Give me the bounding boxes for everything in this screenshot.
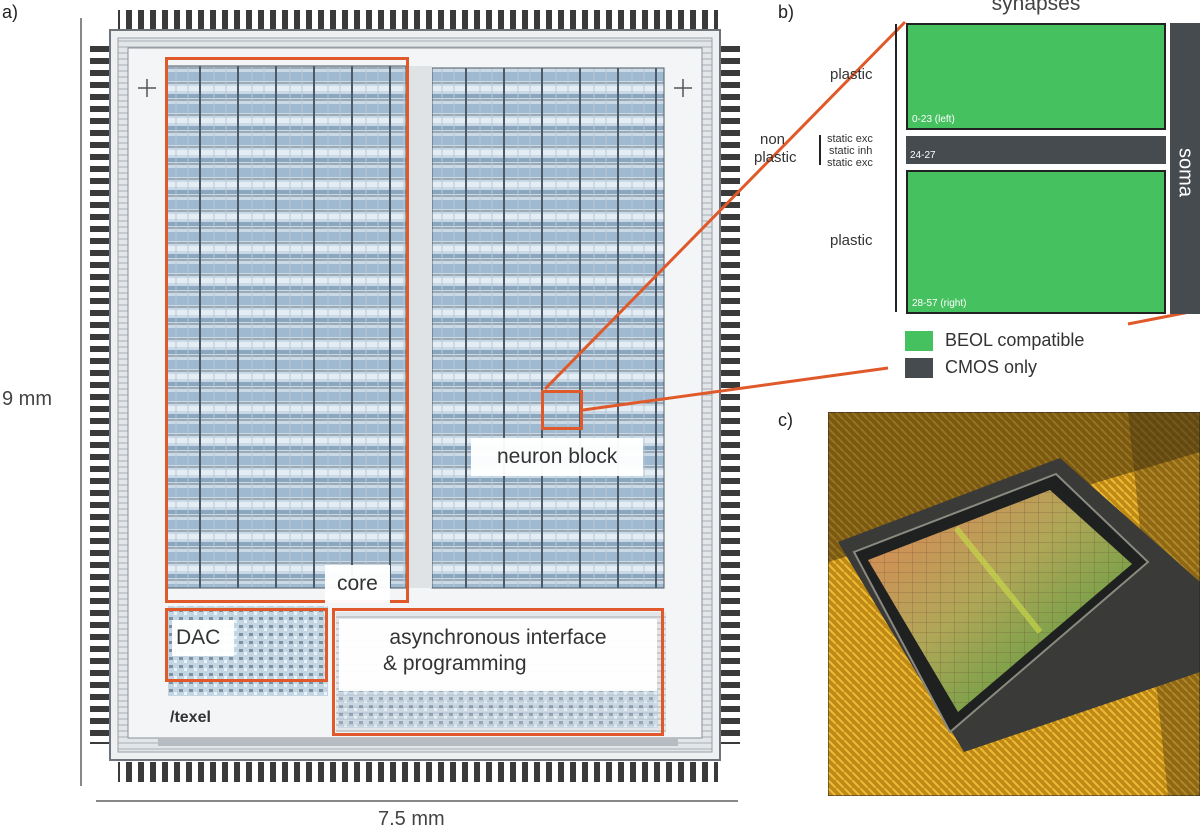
soma-label: soma <box>1174 148 1197 197</box>
synapse-block-plastic-top: 0-23 (left) <box>906 23 1166 130</box>
async-interface-label: asynchronous interface & programming <box>339 619 657 691</box>
height-label: 9 mm <box>2 388 52 410</box>
non-plastic-label-line2: plastic <box>754 149 797 166</box>
static-row-1: static exc <box>827 133 873 145</box>
legend-label-cmos: CMOS only <box>945 357 1038 377</box>
panel-a-label: a) <box>2 2 19 22</box>
neuron-block-label: neuron block <box>471 438 644 476</box>
plastic-bottom-label: plastic <box>830 232 873 249</box>
legend-item-beol: BEOL compatible <box>905 330 1084 351</box>
plastic-top-label: plastic <box>830 66 873 83</box>
core-outline <box>165 57 409 603</box>
neuron-block-detail: synapses 0-23 (left) 24-27 28-57 (right)… <box>754 0 1200 330</box>
synapse-axis-bar <box>895 24 897 312</box>
neuron-block-outline <box>541 390 583 430</box>
non-plastic-label-line1: non <box>760 131 786 148</box>
async-interface-outline <box>332 608 664 736</box>
legend-swatch-cmos <box>905 357 933 378</box>
legend-swatch-beol <box>905 330 933 351</box>
synapse-block-static: 24-27 <box>906 136 1166 164</box>
legend-item-cmos: CMOS only <box>905 357 1084 378</box>
async-interface-label-line1: asynchronous interface <box>389 626 607 649</box>
synapses-title: synapses <box>991 0 1081 15</box>
static-row-2: static inh <box>829 145 873 157</box>
panel-c-label: c) <box>778 410 793 430</box>
non-plastic-bracket <box>819 135 821 165</box>
dac-outline <box>165 608 328 682</box>
legend-label-beol: BEOL compatible <box>945 330 1085 350</box>
height-dimension-line <box>80 18 82 786</box>
legend: BEOL compatible CMOS only <box>905 330 1084 378</box>
block-top-range: 0-23 (left) <box>912 114 955 125</box>
soma-block: soma <box>1170 23 1200 314</box>
chip-photo <box>828 412 1200 796</box>
async-interface-label-line2: & programming <box>383 652 527 675</box>
static-row-3: static exc <box>827 157 873 169</box>
width-dimension-line <box>96 800 738 802</box>
core-label: core <box>325 565 390 603</box>
chip-logo-text: /texel <box>170 709 211 726</box>
width-label: 7.5 mm <box>378 808 445 830</box>
dac-label: DAC <box>172 620 235 656</box>
block-mid-range: 24-27 <box>910 150 936 161</box>
panel-b-label: b) <box>778 2 795 22</box>
block-bottom-range: 28-57 (right) <box>912 298 967 309</box>
synapse-block-plastic-bottom: 28-57 (right) <box>906 170 1166 314</box>
